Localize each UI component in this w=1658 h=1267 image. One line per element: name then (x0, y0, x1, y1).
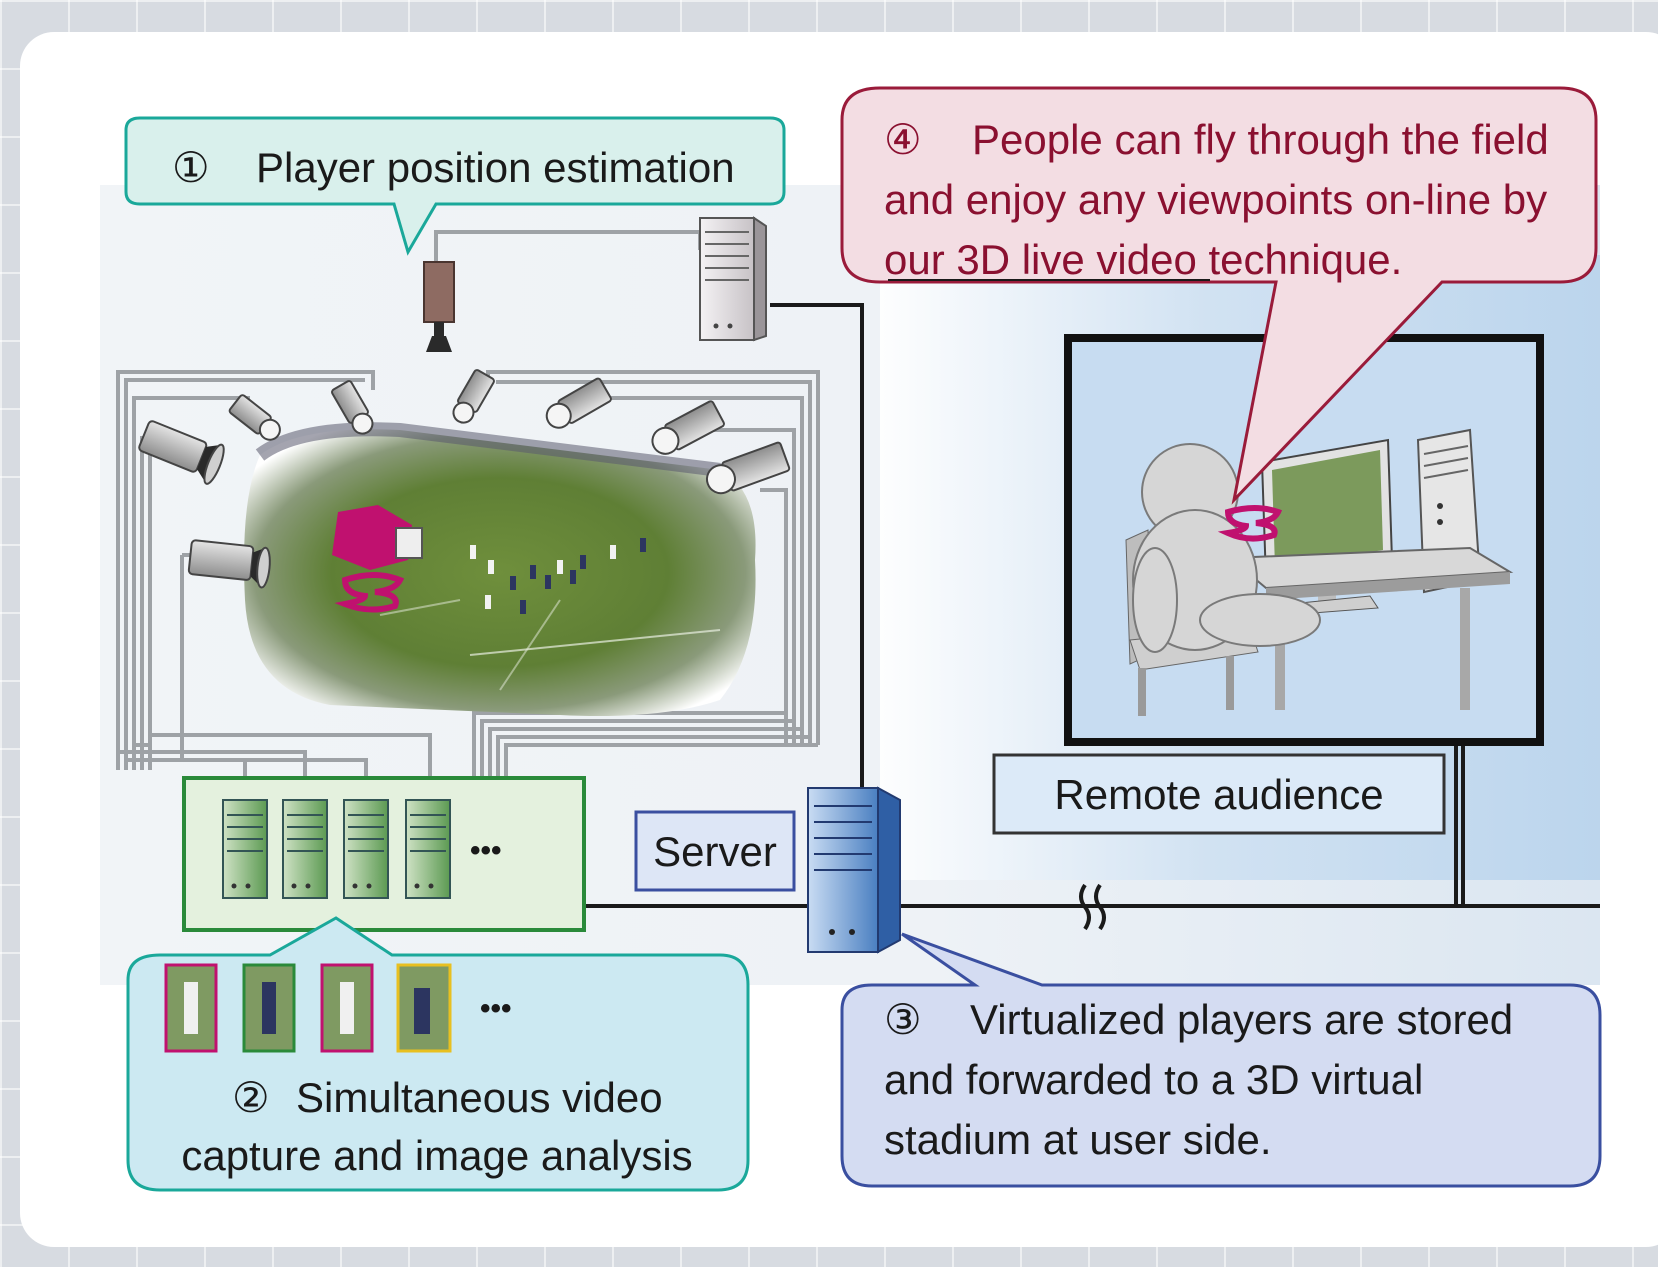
remote-audience-label: Remote audience (1054, 771, 1383, 818)
tracking-server-icon (699, 216, 767, 342)
thumbnails-ellipsis: ••• (480, 992, 512, 1025)
players (470, 538, 646, 614)
callout-3-number: ③ (884, 996, 922, 1043)
callout-4-line3: our 3D live video technique. (884, 236, 1402, 283)
cluster-ellipsis: ••• (470, 834, 502, 867)
callout-3-line2: and forwarded to a 3D virtual (884, 1056, 1423, 1103)
network-lines (585, 303, 1600, 908)
viewer-figure-icon (1132, 443, 1321, 653)
main-server-icon (807, 786, 901, 954)
server-label-box (634, 810, 796, 892)
server-label: Server (653, 828, 777, 875)
capture-pc-icon (222, 799, 268, 899)
camera-icon (331, 380, 374, 435)
callout-3-line3: stadium at user side. (884, 1116, 1272, 1163)
callout-2-line2: capture and image analysis (181, 1132, 692, 1179)
remote-room (1064, 334, 1544, 746)
callout-2-number: ② (232, 1074, 270, 1121)
virtual-camera-icon (332, 505, 423, 613)
player-thumbnail (164, 963, 218, 1053)
capture-pc-icon (343, 799, 389, 899)
capture-pc-icon (282, 799, 328, 899)
network-break-symbol (1079, 883, 1106, 931)
callout-2-line1: Simultaneous video (296, 1074, 663, 1121)
callout-1-text: Player position estimation (256, 144, 735, 191)
camera-icon (187, 539, 271, 589)
camera-icon (705, 441, 791, 495)
camera-icon (545, 377, 612, 429)
callout-4-number: ④ (884, 116, 922, 163)
remote-audience-box (992, 753, 1446, 835)
callout-2: ••• ② Simultaneous video capture and ima… (126, 916, 750, 1192)
camera-icon-group (138, 369, 791, 589)
callout-1-number: ① (172, 144, 210, 191)
player-thumbnails (164, 963, 452, 1053)
camera-icon (228, 394, 281, 441)
capture-pc-icon (405, 799, 451, 899)
capture-pc-icons (222, 799, 451, 899)
callout-1: ① Player position estimation (124, 116, 786, 256)
position-sensor-icon (423, 261, 455, 352)
camera-icon (138, 420, 225, 485)
callout-4-line1: People can fly through the field (972, 116, 1549, 163)
callout-3: ③ Virtualized players are stored and for… (840, 932, 1602, 1188)
callout-4-line2: and enjoy any viewpoints on-line by (884, 176, 1547, 223)
callout-3-line1: Virtualized players are stored (970, 996, 1513, 1043)
viewer-eye-icon (1217, 505, 1283, 542)
camera-icon (651, 400, 725, 455)
soccer-field-image (244, 422, 756, 716)
camera-icon (452, 369, 495, 424)
callout-4: ④ People can fly through the field and e… (840, 86, 1598, 505)
